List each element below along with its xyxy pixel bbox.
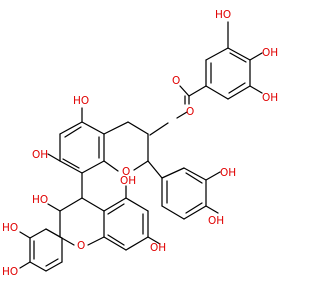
lower-chroman bbox=[47, 185, 161, 251]
oh-label: OH bbox=[120, 175, 136, 187]
bond bbox=[103, 160, 119, 172]
bond bbox=[227, 85, 251, 100]
bond bbox=[103, 236, 127, 251]
bond bbox=[47, 153, 61, 162]
bond bbox=[133, 160, 149, 171]
bond bbox=[147, 236, 161, 245]
oh-label: OH bbox=[220, 167, 236, 179]
gallate-ring bbox=[188, 21, 263, 100]
upper-chroman bbox=[47, 107, 149, 199]
bond bbox=[64, 126, 82, 138]
bond bbox=[107, 234, 125, 246]
bond bbox=[103, 197, 127, 212]
carbonyl-oxygen-label: O bbox=[172, 75, 180, 87]
bond bbox=[229, 52, 247, 63]
ring-oxygen-label: O bbox=[122, 166, 130, 178]
oh-label: HO bbox=[215, 9, 231, 21]
ester-oxygen-label: O bbox=[186, 106, 194, 118]
bond bbox=[228, 82, 246, 94]
ring-oxygen-label: O bbox=[77, 240, 85, 252]
oh-label: HO bbox=[32, 194, 48, 206]
oh-label: OH bbox=[262, 92, 278, 104]
bond bbox=[59, 160, 83, 174]
molecule-structure-diagram: HO OH OH O O HO OH O OH OH HO OH HO HO O… bbox=[2, 9, 278, 278]
bond bbox=[29, 261, 47, 272]
ester-group bbox=[147, 85, 190, 162]
bond bbox=[183, 167, 207, 181]
bond bbox=[45, 258, 59, 267]
bond bbox=[179, 85, 190, 97]
bond bbox=[147, 160, 163, 179]
oh-label: OH bbox=[150, 242, 166, 254]
oh-label: OH bbox=[262, 47, 278, 59]
bond bbox=[205, 205, 219, 214]
bond bbox=[29, 228, 47, 239]
oh-label: HO bbox=[2, 222, 18, 234]
bond bbox=[149, 122, 169, 136]
bond bbox=[59, 121, 83, 135]
bond bbox=[45, 261, 63, 272]
bond bbox=[127, 121, 149, 135]
structure-svg: HO OH OH O O HO OH O OH OH HO OH HO HO O… bbox=[2, 9, 278, 278]
bond bbox=[185, 172, 203, 184]
bond bbox=[19, 261, 31, 269]
bond bbox=[81, 160, 105, 174]
bond bbox=[176, 111, 188, 119]
bond bbox=[185, 202, 203, 214]
atom-labels: HO OH OH O O HO OH O OH OH HO OH HO HO O… bbox=[2, 9, 278, 278]
bond bbox=[205, 171, 221, 181]
oh-label: OH bbox=[32, 149, 48, 161]
upper-catechol-ring bbox=[147, 160, 221, 220]
oh-label: HO bbox=[2, 266, 18, 278]
bond bbox=[161, 205, 185, 220]
bond bbox=[125, 197, 149, 212]
bond bbox=[227, 47, 251, 61]
bond bbox=[81, 197, 105, 212]
bond bbox=[125, 236, 149, 251]
bond bbox=[107, 203, 125, 215]
bond bbox=[103, 121, 129, 135]
bond bbox=[249, 52, 263, 61]
bond bbox=[161, 167, 185, 179]
bond bbox=[47, 203, 61, 212]
bond bbox=[19, 231, 31, 239]
bond bbox=[205, 85, 229, 100]
bond bbox=[249, 85, 263, 94]
bond bbox=[188, 85, 207, 97]
bond bbox=[59, 197, 83, 212]
bond bbox=[87, 236, 105, 246]
bond bbox=[183, 205, 207, 220]
bond bbox=[205, 47, 229, 61]
bond bbox=[62, 158, 80, 169]
lower-catechol-ring bbox=[19, 228, 63, 272]
oh-label: OH bbox=[208, 215, 224, 227]
oh-label: HO bbox=[73, 95, 89, 107]
bond bbox=[45, 228, 63, 239]
bond bbox=[81, 121, 105, 135]
